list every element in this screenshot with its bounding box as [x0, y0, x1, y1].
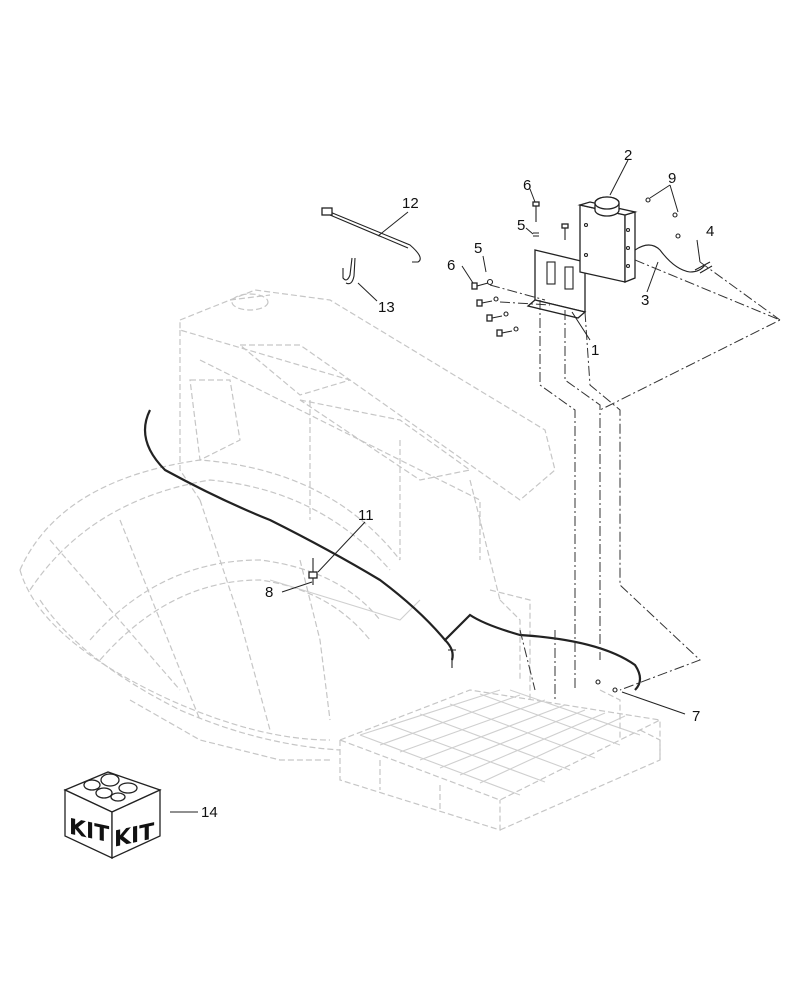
washer-reservoir — [577, 196, 638, 283]
fasteners — [308, 197, 681, 693]
mounting-bracket — [526, 249, 587, 319]
callout-8: 9 — [668, 170, 676, 187]
nut-icon — [503, 311, 509, 317]
nut-icon — [493, 296, 499, 302]
hose-clip — [342, 257, 356, 285]
washer-pipe — [321, 207, 421, 263]
bolt-icon — [561, 223, 569, 240]
screw-icon — [672, 212, 678, 218]
callout-12: 12 — [402, 195, 419, 212]
nut-icon — [513, 326, 519, 332]
callout-labels: 2 9 6 5 5 6 4 3 1 12 13 11 8 7 14 — [201, 147, 714, 821]
callout-9: 8 — [265, 584, 273, 601]
callout-1: 1 — [591, 342, 599, 359]
bolt-icon — [471, 282, 489, 290]
callout-11: 11 — [358, 507, 374, 524]
clamp-icon — [308, 571, 318, 579]
callout-7: 7 — [692, 708, 700, 725]
callout-2: 2 — [624, 147, 632, 164]
leader-lines — [170, 159, 701, 813]
callout-5: 5 — [474, 240, 482, 257]
callout-14: 14 — [201, 804, 218, 821]
kit-box: KIT KIT — [63, 771, 162, 860]
screw-icon — [645, 197, 651, 203]
washer-hose — [143, 409, 642, 691]
bolt-icon — [496, 329, 513, 337]
screw-icon — [448, 649, 456, 668]
screw-icon — [612, 687, 618, 693]
cab-structure-ghost — [19, 289, 662, 831]
callout-3: 3 — [641, 292, 649, 309]
bolt-icon — [532, 201, 540, 222]
bolt-icon — [486, 314, 503, 322]
callout-5: 5 — [517, 217, 525, 234]
washer-icon — [533, 232, 539, 237]
callout-13: 13 — [378, 299, 395, 316]
hose-connector — [694, 261, 713, 274]
reservoir-hose — [634, 244, 706, 273]
callout-4: 4 — [706, 223, 714, 240]
kit-contents-icon — [83, 773, 138, 802]
screw-icon — [675, 233, 681, 239]
screw-icon — [595, 679, 601, 685]
callout-6: 6 — [523, 177, 531, 194]
bolt-icon — [476, 299, 493, 307]
routing-centerlines — [489, 259, 782, 700]
callout-6: 6 — [447, 257, 455, 274]
nut-icon — [486, 278, 494, 286]
